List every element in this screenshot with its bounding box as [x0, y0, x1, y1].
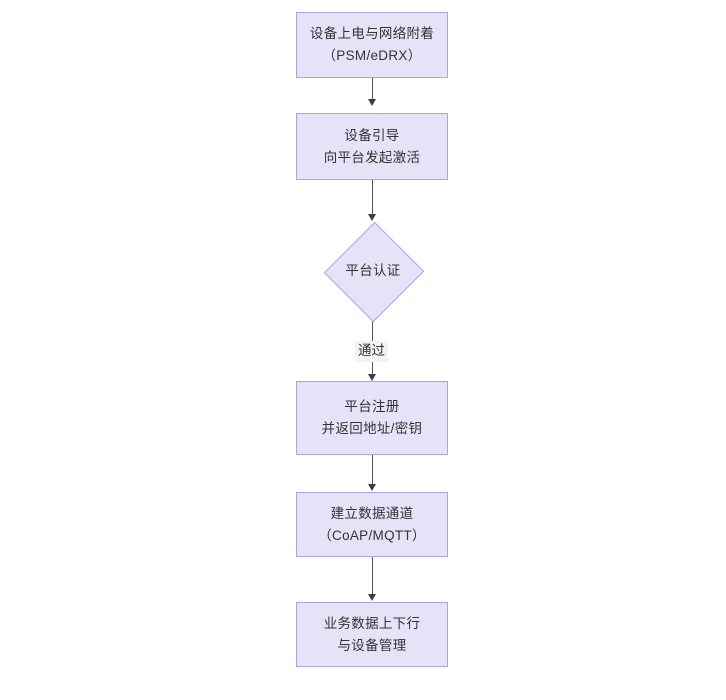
node-data-channel-line-2: （CoAP/MQTT）: [318, 527, 426, 543]
node-bootstrap[interactable]: 设备引导 向平台发起激活: [296, 113, 448, 180]
node-business-data[interactable]: 业务数据上下行 与设备管理: [296, 602, 448, 667]
arrowhead-business-data: [368, 594, 376, 601]
arrowhead-data-channel: [368, 484, 376, 491]
node-platform-auth-label: 平台认证: [345, 263, 401, 279]
node-power-on-line-2: （PSM/eDRX）: [322, 48, 422, 63]
node-platform-register[interactable]: 平台注册 并返回地址/密钥: [296, 381, 448, 455]
node-platform-register-line-1: 平台注册: [344, 399, 400, 415]
arrowhead-platform-register: [368, 374, 376, 381]
arrowhead-bootstrap: [368, 99, 376, 106]
node-bootstrap-line-1: 设备引导: [344, 127, 400, 143]
node-business-data-line-2: 与设备管理: [337, 637, 407, 653]
node-bootstrap-line-2: 向平台发起激活: [323, 149, 421, 165]
edge-label-pass: 通过: [355, 341, 388, 362]
node-platform-auth[interactable]: 平台认证: [323, 221, 425, 323]
node-power-on[interactable]: 设备上电与网络附着 （PSM/eDRX）: [296, 12, 448, 78]
edge-platform-register-to-data-channel: [372, 455, 374, 484]
arrowhead-platform-auth: [368, 214, 376, 221]
node-data-channel-line-1: 建立数据通道: [330, 505, 414, 521]
node-power-on-line-1: 设备上电与网络附着: [309, 26, 435, 42]
node-business-data-line-1: 业务数据上下行: [323, 615, 421, 631]
node-data-channel[interactable]: 建立数据通道 （CoAP/MQTT）: [296, 492, 448, 557]
edge-bootstrap-to-platform-auth: [372, 180, 374, 214]
edge-data-channel-to-business-data: [372, 557, 374, 594]
node-platform-register-line-2: 并返回地址/密钥: [321, 421, 423, 436]
edge-power-on-to-bootstrap: [372, 78, 374, 99]
